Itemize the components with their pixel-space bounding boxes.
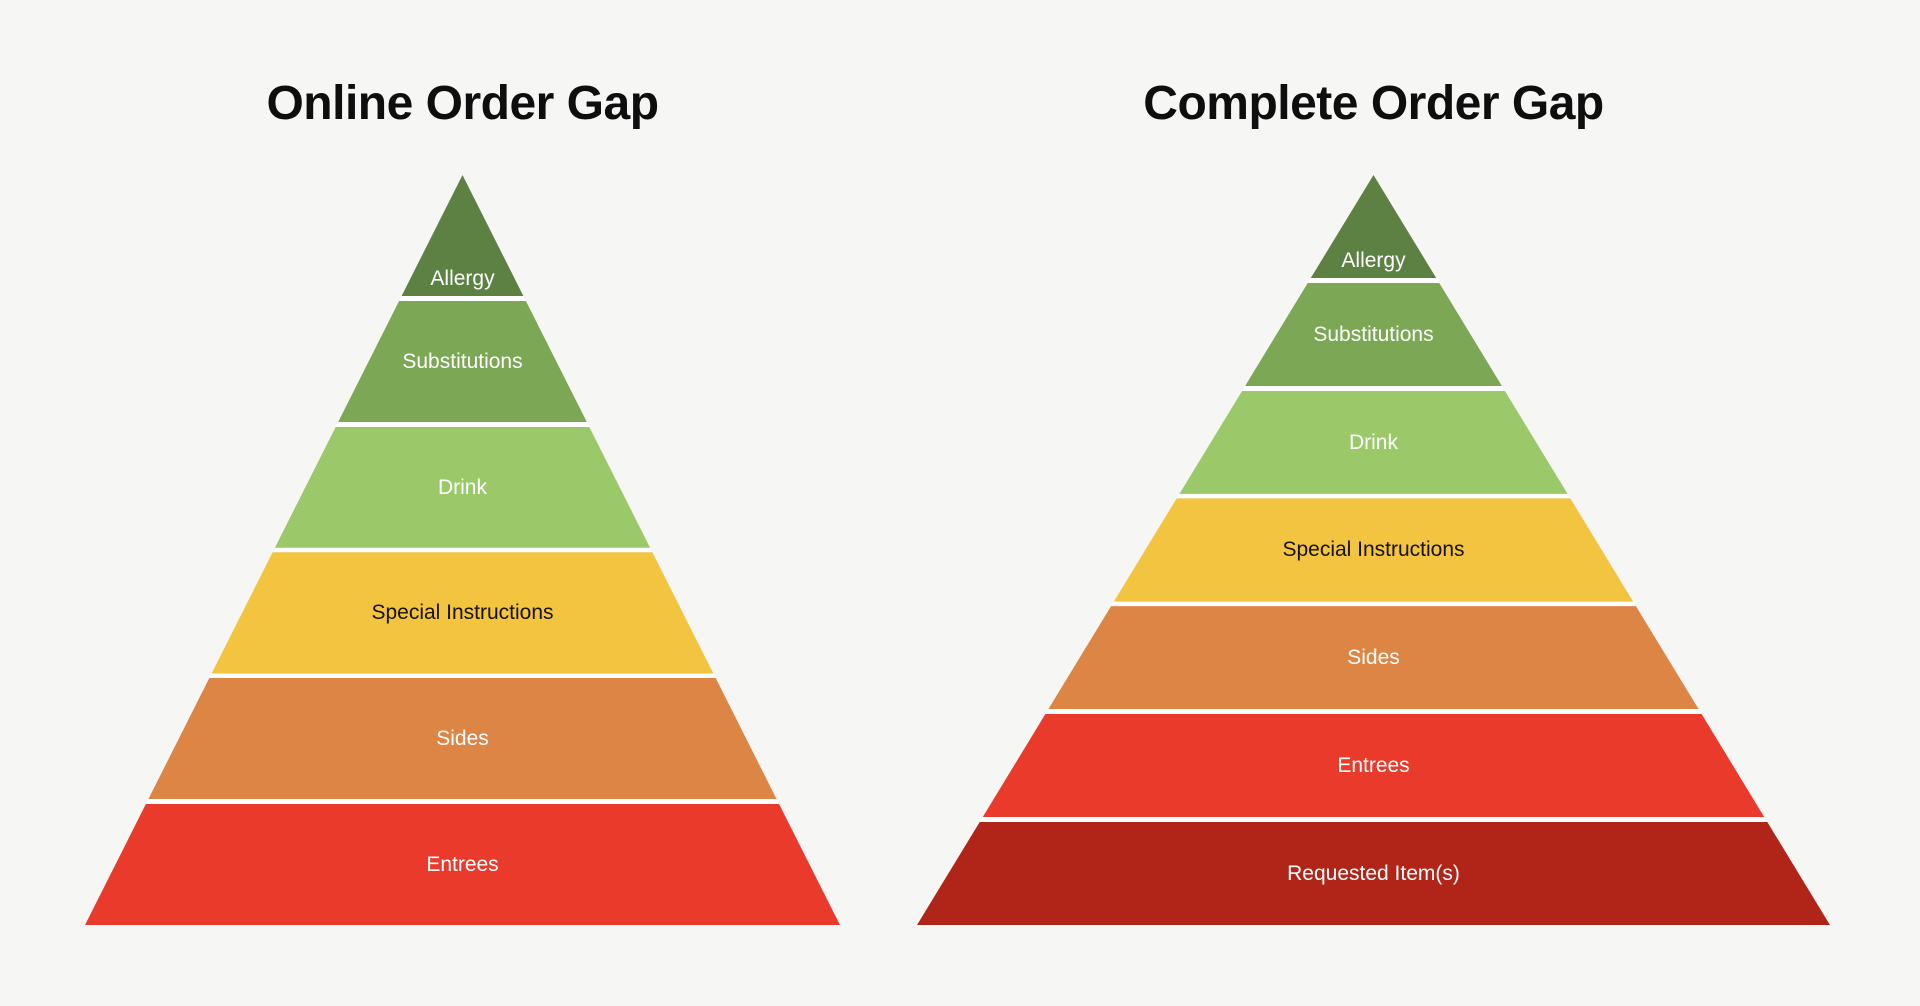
pyramid-level-allergy: Allergy xyxy=(1310,175,1437,279)
pyramid-level-label: Special Instructions xyxy=(371,601,554,625)
pyramid-level-label: Sides xyxy=(1347,646,1400,670)
pyramid-level-entrees: Entrees xyxy=(85,803,840,925)
pyramid-level-label: Requested Item(s) xyxy=(1287,861,1460,885)
pyramid-level-label: Drink xyxy=(1348,430,1398,454)
pyramid-level-substitutions: Substitutions xyxy=(1245,282,1502,387)
pyramid-level-label: Entrees xyxy=(426,852,499,876)
chart-title: Online Order Gap xyxy=(266,77,659,130)
pyramid-level-label: Substitutions xyxy=(402,349,523,373)
pyramid-level-label: Substitutions xyxy=(1313,322,1434,346)
pyramid-level-entrees: Entrees xyxy=(982,713,1765,818)
pyramid-level-sides: Sides xyxy=(148,678,777,800)
pyramid-level-drink: Drink xyxy=(274,426,651,548)
pyramid-level-label: Drink xyxy=(437,475,487,499)
chart-title: Complete Order Gap xyxy=(1143,77,1604,130)
pyramid-level-label: Allergy xyxy=(1341,249,1406,273)
pyramid-level-special-instructions: Special Instructions xyxy=(211,552,714,674)
pyramid-level-label: Special Instructions xyxy=(1282,538,1465,562)
pyramid-level-requested-item-s: Requested Item(s) xyxy=(917,821,1830,925)
pyramid-level-sides: Sides xyxy=(1048,606,1699,710)
pyramid-level-drink: Drink xyxy=(1179,390,1568,494)
pyramid-level-label: Sides xyxy=(436,727,489,751)
pyramid-level-label: Entrees xyxy=(1337,753,1410,777)
pyramid-level-label: Allergy xyxy=(430,267,495,291)
pyramid-level-special-instructions: Special Instructions xyxy=(1113,498,1634,602)
pyramid-level-substitutions: Substitutions xyxy=(338,300,587,422)
pyramid-level-allergy: Allergy xyxy=(401,175,524,297)
